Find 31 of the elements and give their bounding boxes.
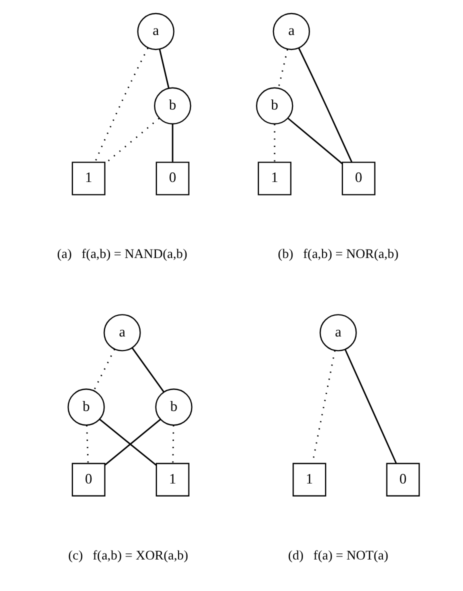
node-box: 1 (71, 162, 105, 196)
node-circle: b (67, 388, 104, 426)
node-box: 0 (341, 162, 375, 196)
label: (c) f(a,b) = XOR(a,b) (68, 547, 188, 562)
node-box: 1 (257, 162, 291, 196)
node-circle: a (272, 12, 310, 50)
node-box: 0 (386, 462, 420, 496)
node-box: 1 (292, 462, 326, 496)
connector (92, 348, 115, 391)
label: (d) f(a) = NOT(a) (288, 547, 388, 562)
node-box: 0 (71, 462, 105, 496)
connector (277, 49, 288, 88)
connector (158, 49, 169, 88)
connector (98, 418, 156, 466)
node-circle: b (154, 388, 192, 426)
connector (94, 48, 148, 162)
node-circle: b (256, 87, 293, 124)
label: (b) f(a,b) = NOR(a,b) (277, 246, 398, 262)
connector (298, 48, 352, 162)
node-circle: a (103, 314, 140, 352)
node-box: 1 (155, 462, 189, 496)
node-box: 0 (155, 162, 189, 196)
label: (a) f(a,b) = NAND(a,b) (56, 246, 187, 262)
connector (171, 124, 173, 162)
connector (287, 118, 342, 164)
connector (131, 347, 164, 392)
node-circle: a (319, 314, 356, 352)
connector (104, 418, 160, 466)
node-circle: a (136, 12, 174, 50)
connector (344, 349, 396, 464)
node-circle: b (154, 87, 191, 124)
